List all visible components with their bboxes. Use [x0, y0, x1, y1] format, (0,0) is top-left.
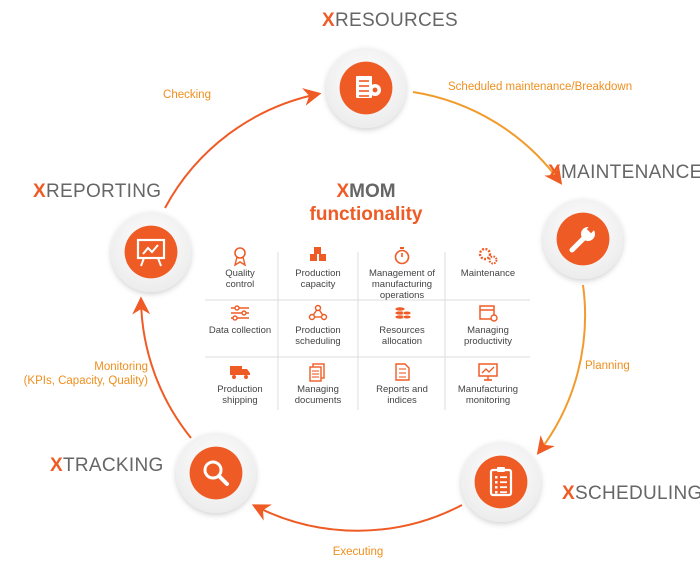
module-title-scheduling: XSCHEDULING: [562, 483, 700, 504]
module-name: RESOURCES: [335, 10, 458, 31]
module-maintenance: [543, 199, 623, 279]
coins-stack-icon: [394, 306, 412, 320]
edge-label-scheduled: Scheduled maintenance/Breakdown: [448, 81, 632, 93]
clipboard-list-icon: [489, 467, 513, 497]
network-nodes-icon: [308, 304, 328, 321]
module-prefix: X: [50, 455, 63, 476]
edge-label-executing: Executing: [333, 546, 384, 558]
module-scheduling: [461, 442, 541, 522]
module-name: SCHEDULING: [575, 483, 700, 504]
calendar-gear-icon: [479, 305, 498, 322]
presentation-chart-icon: [136, 238, 166, 267]
arrow-scheduled-maintenance: [412, 91, 563, 185]
module-resources: [326, 48, 406, 128]
function-item: Data collection: [209, 305, 271, 336]
module-prefix: X: [322, 10, 335, 31]
module-title-resources: XRESOURCES: [322, 10, 458, 31]
center-subtitle: functionality: [310, 204, 423, 225]
functionality-grid: [205, 252, 530, 410]
sliders-icon: [231, 305, 249, 321]
arrow-planning: [536, 284, 587, 455]
document-gear-icon: [356, 76, 381, 98]
center-title: XMOM: [336, 181, 395, 202]
magnifier-icon: [203, 460, 229, 486]
edge-labels: Checking Scheduled maintenance/BreakdownP…: [24, 81, 633, 558]
award-ribbon-icon: [233, 247, 247, 267]
cycle-arrows: [132, 88, 587, 532]
edge-label-planning: Planning: [585, 360, 630, 372]
edge-label-checking: Checking: [163, 89, 211, 101]
module-tracking: [176, 433, 256, 513]
module-title-tracking: XTRACKING: [50, 455, 164, 476]
module-prefix: X: [548, 162, 561, 183]
documents-icon: [309, 363, 325, 382]
truck-icon: [230, 366, 250, 379]
arrow-checking: [164, 88, 322, 209]
monitor-chart-icon: [478, 363, 498, 381]
module-prefix: X: [33, 181, 46, 202]
module-name: MAINTENANCE: [561, 162, 700, 183]
module-name: REPORTING: [46, 181, 161, 202]
module-title-reporting: XREPORTING: [33, 181, 161, 202]
module-prefix: X: [562, 483, 575, 504]
module-reporting: [111, 212, 191, 292]
gears-icon: [478, 247, 498, 265]
module-name: TRACKING: [63, 455, 164, 476]
report-page-icon: [395, 363, 410, 381]
arrow-executing: [251, 504, 463, 532]
edge-label-monitoring: Monitoring(KPIs, Capacity, Quality): [24, 361, 149, 387]
function-item: Maintenance: [461, 247, 515, 279]
arrow-monitoring: [132, 296, 192, 439]
stopwatch-icon: [394, 247, 410, 265]
module-nodes: [111, 48, 623, 522]
boxes-icon: [310, 247, 326, 261]
function-label: Data collection: [209, 325, 271, 336]
module-badge: [189, 446, 243, 500]
module-titles: XRESOURCESXMAINTENANCEXSCHEDULINGXTRACKI…: [33, 10, 700, 504]
module-title-maintenance: XMAINTENANCE: [548, 162, 700, 183]
function-label: Maintenance: [461, 268, 515, 279]
